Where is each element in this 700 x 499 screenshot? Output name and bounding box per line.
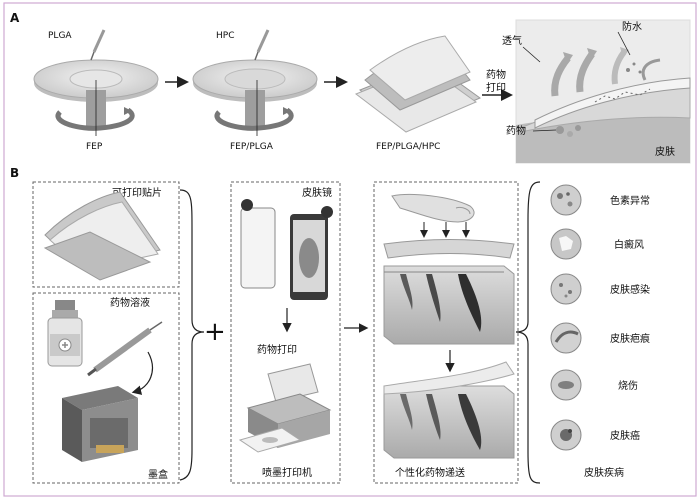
- disease-label-skin-cancer: 皮肤癌: [610, 429, 640, 442]
- disease-item-skin-cancer: [550, 419, 582, 451]
- label-drug-printing: 药物打印: [257, 343, 297, 356]
- printed-patch-strip: [383, 239, 515, 259]
- vial-icon: [47, 300, 83, 367]
- press-arrows: [420, 222, 470, 238]
- label-fep: FEP: [86, 142, 103, 152]
- plus-sign: +: [204, 317, 226, 347]
- label-drug: 药物: [506, 124, 526, 137]
- label-drug-solution: 药物溶液: [110, 296, 150, 309]
- label-drug-print-1: 药物: [486, 68, 506, 81]
- disease-label-scar: 皮肤疤痕: [610, 332, 650, 345]
- disease-label-burn: 烧伤: [618, 379, 638, 392]
- pipette-hpc: [254, 29, 270, 61]
- skin-tissue-block-2: [383, 361, 515, 459]
- panel-b-letter: B: [10, 166, 19, 180]
- label-skin: 皮肤: [655, 145, 675, 158]
- disease-item-pigmentation: [550, 184, 582, 216]
- label-skin-diseases: 皮肤疾病: [584, 466, 624, 479]
- label-fep-plga: FEP/PLGA: [230, 142, 274, 152]
- brace-right-group: [515, 181, 541, 484]
- spin-coat-disc-2: [192, 59, 318, 131]
- patch-film-icon: [43, 191, 161, 281]
- label-printable-patch: 可打印贴片: [112, 186, 162, 199]
- disease-item-burn: [550, 369, 582, 401]
- syringe-icon: [87, 321, 163, 377]
- smartphone-front-icon: [240, 199, 276, 289]
- label-personalized-delivery: 个性化药物递送: [395, 466, 465, 479]
- peeled-film-layers: [354, 35, 482, 133]
- box-personalized-delivery: [373, 181, 519, 484]
- label-dermoscope: 皮肤镜: [302, 186, 332, 199]
- brace-left-group: [179, 189, 205, 481]
- label-ink-cartridge: 墨盒: [148, 468, 168, 481]
- label-hpc: HPC: [216, 31, 234, 41]
- label-waterproof: 防水: [622, 20, 642, 33]
- ink-cartridge-icon: [62, 386, 138, 462]
- skin-tissue-block-1: [383, 265, 515, 345]
- label-breathable: 透气: [502, 34, 522, 47]
- arrow-to-cartridge: [131, 351, 153, 395]
- panel-a-letter: A: [10, 11, 20, 25]
- disease-item-scar: [550, 322, 582, 354]
- disease-label-infection: 皮肤感染: [610, 283, 650, 296]
- disease-label-pigmentation: 色素异常: [610, 194, 650, 207]
- box-printable-patch: [32, 181, 180, 288]
- label-drug-print-2: 打印: [486, 81, 506, 94]
- finger-icon: [391, 193, 475, 223]
- skin-patch-illustration: [515, 19, 691, 164]
- disease-label-vitiligo: 白癜风: [614, 238, 644, 251]
- disease-item-infection: [550, 273, 582, 305]
- disease-item-vitiligo: [550, 228, 582, 260]
- label-plga: PLGA: [48, 31, 72, 41]
- inkjet-printer-icon: [238, 363, 332, 453]
- pipette-plga: [90, 29, 106, 61]
- label-fep-plga-hpc: FEP/PLGA/HPC: [376, 142, 440, 152]
- label-inkjet-printer: 喷墨打印机: [262, 466, 312, 479]
- box-drug-solution: [32, 292, 180, 484]
- smartphone-screen-icon: [290, 206, 333, 300]
